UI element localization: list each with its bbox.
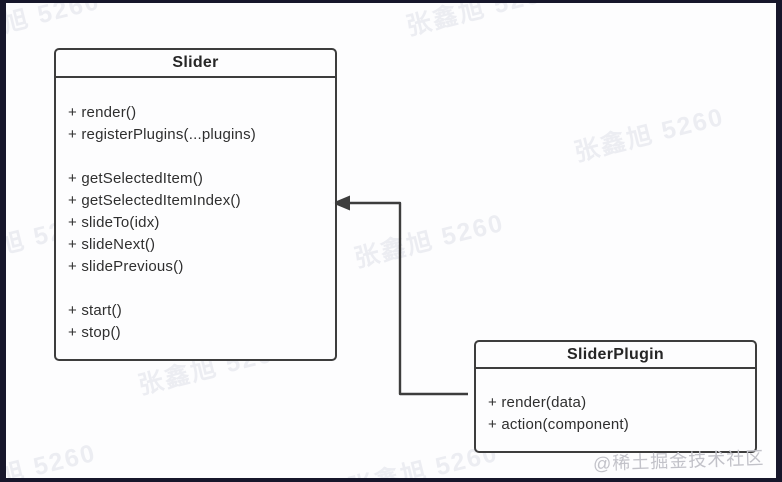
class-box-slider: Slider + render() + registerPlugins(...p… <box>54 48 337 361</box>
method-row: + render(data) <box>488 394 587 411</box>
method-row: + getSelectedItemIndex() <box>68 192 241 209</box>
method-row: + slidePrevious() <box>68 258 184 275</box>
method-row: + getSelectedItem() <box>68 170 204 187</box>
diagram-canvas: 张鑫旭 5260 张鑫旭 5260 张鑫旭 5260 张鑫旭 5260 张鑫旭 … <box>6 3 776 478</box>
diagonal-watermark: 张鑫旭 5260 <box>351 208 508 274</box>
class-methods-sliderplugin: + render(data) + action(component) <box>476 369 755 436</box>
method-row-spacer <box>68 278 335 300</box>
class-methods-slider: + render() + registerPlugins(...plugins)… <box>56 78 335 344</box>
diagonal-watermark: 张鑫旭 5260 <box>6 3 104 52</box>
method-row: + start() <box>68 302 122 319</box>
method-row: + stop() <box>68 324 121 341</box>
class-title-sliderplugin: SliderPlugin <box>476 342 755 369</box>
method-row-spacer <box>68 146 335 168</box>
method-row: + slideTo(idx) <box>68 214 160 231</box>
class-box-sliderplugin: SliderPlugin + render(data) + action(com… <box>474 340 757 453</box>
method-row: + slideNext() <box>68 236 156 253</box>
class-title-slider: Slider <box>56 50 335 78</box>
method-row: + registerPlugins(...plugins) <box>68 126 256 143</box>
diagonal-watermark: 张鑫旭 5260 <box>6 438 100 478</box>
method-row: + render() <box>68 104 137 121</box>
diagonal-watermark: 张鑫旭 5260 <box>571 102 728 168</box>
diagonal-watermark: 张鑫旭 5260 <box>403 3 560 42</box>
method-row: + action(component) <box>488 416 629 433</box>
